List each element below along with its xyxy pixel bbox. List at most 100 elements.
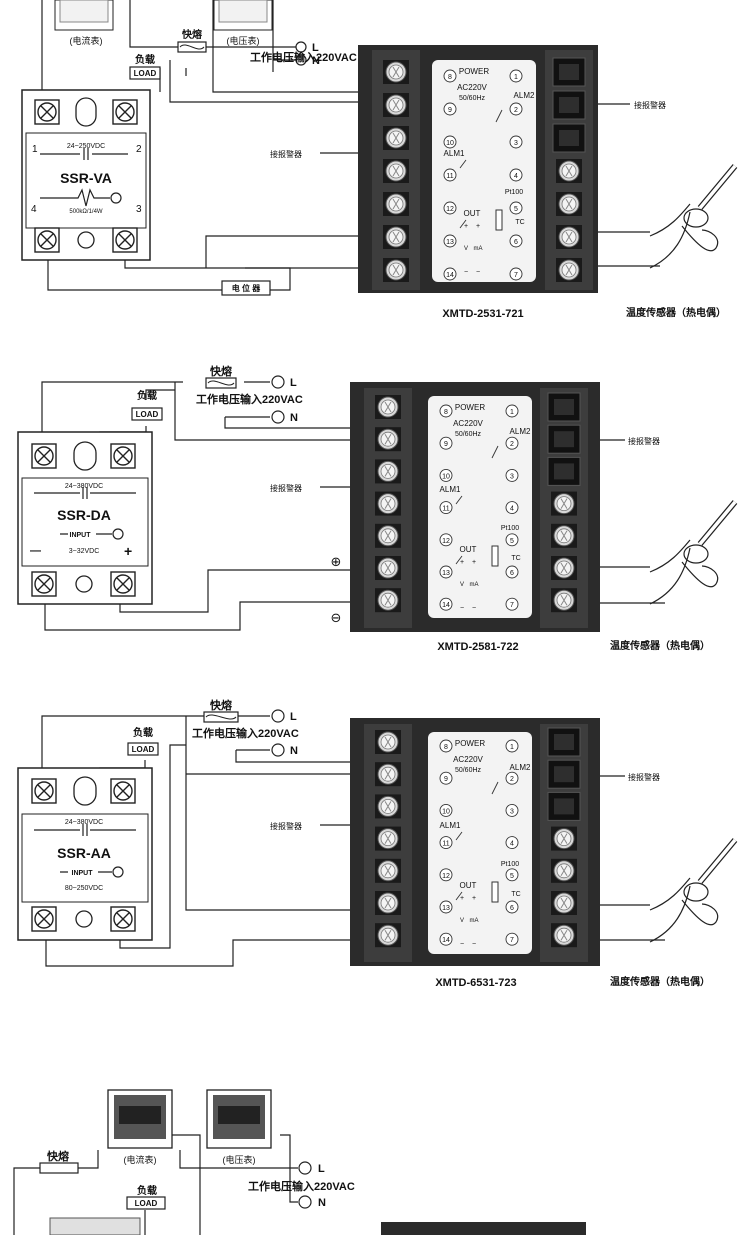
alarm1-label: ALM1 bbox=[444, 149, 465, 158]
terminal-number-label: 9 bbox=[444, 441, 448, 448]
left-terminal-screw bbox=[374, 761, 402, 787]
voltage-label: AC220V bbox=[453, 419, 483, 428]
terminal-number-4 bbox=[505, 836, 519, 850]
terminal-number-label: 1 bbox=[514, 74, 518, 81]
minus-label: − bbox=[472, 605, 476, 612]
left-terminal-screw bbox=[382, 191, 410, 217]
left-terminal-screw bbox=[374, 555, 402, 581]
terminal-number-label: 14 bbox=[442, 937, 450, 944]
right-terminal-screw bbox=[550, 555, 578, 581]
alarm-left-label: 接报警器 bbox=[270, 821, 302, 831]
controller-model: XMTD-6531-723 bbox=[435, 977, 516, 989]
left-terminal-screw bbox=[382, 158, 410, 184]
volt-label: V bbox=[464, 246, 468, 252]
section-1: (电流表) (电压表) 快熔 L N 工作电压输入220VAC 负载 LOAD bbox=[21, 0, 735, 320]
terminal-number-label: 4 bbox=[510, 841, 514, 848]
section-4: (电流表) (电压表) 快熔 L N 工作电压输入220VAC 负载 LOAD bbox=[13, 1089, 586, 1235]
minus-label: − bbox=[464, 269, 468, 276]
alarm-right-label: 接报警器 bbox=[628, 436, 660, 446]
load-title: 负载 bbox=[133, 726, 153, 739]
terminal-number-14 bbox=[439, 932, 453, 946]
plus-label: + bbox=[472, 559, 476, 566]
terminal-number-label: 9 bbox=[448, 107, 452, 114]
terminal-number-4 bbox=[509, 168, 523, 182]
ssr-va: 24~250VDC 1 2 SSR-VA 500kΩ/1/4W 4 3 bbox=[21, 89, 151, 261]
right-terminal-screw bbox=[550, 523, 578, 549]
minus-label: − bbox=[460, 941, 464, 948]
frequency-label: 50/60Hz bbox=[455, 431, 482, 438]
right-terminal-screw bbox=[550, 922, 578, 948]
load-label: LOAD bbox=[132, 745, 155, 754]
minus-label: − bbox=[472, 941, 476, 948]
neutral-terminal bbox=[295, 54, 307, 66]
terminal-number-2 bbox=[505, 771, 519, 785]
milliamp-label: mA bbox=[470, 582, 479, 588]
right-terminal-screw bbox=[550, 491, 578, 517]
ssr-range: 24~380VDC bbox=[65, 819, 103, 826]
terminal-number-label: 8 bbox=[444, 744, 448, 751]
load-title: 负载 bbox=[135, 53, 155, 66]
terminal-number-label: 12 bbox=[442, 873, 450, 880]
terminal-number-label: 7 bbox=[510, 602, 514, 609]
ssr-aa: 24~380VDC SSR-AA INPUT 80~250VDC bbox=[17, 767, 153, 941]
load-box bbox=[126, 1196, 166, 1210]
volt-label: V bbox=[460, 918, 464, 924]
neutral-label: N bbox=[290, 745, 298, 757]
terminal-number-label: 3 bbox=[514, 140, 518, 147]
neutral-terminal bbox=[298, 1195, 312, 1209]
pt100-label: Pt100 bbox=[501, 525, 519, 532]
plus-label: + bbox=[472, 895, 476, 902]
terminal-number-3 bbox=[505, 803, 519, 817]
pt100-label: Pt100 bbox=[505, 189, 523, 196]
ssr-input: INPUT bbox=[72, 870, 94, 877]
terminal-number-label: 14 bbox=[446, 272, 454, 279]
terminal-number-label: 7 bbox=[514, 272, 518, 279]
left-terminal-screw bbox=[382, 257, 410, 283]
ssr-range: 24~380VDC bbox=[65, 483, 103, 490]
fuse-label: 快熔 bbox=[209, 698, 233, 712]
power-label: POWER bbox=[455, 403, 485, 412]
terminal-number-7 bbox=[505, 597, 519, 611]
svg-text:4: 4 bbox=[31, 204, 37, 215]
terminal-number-13 bbox=[439, 900, 453, 914]
right-terminal-screw bbox=[550, 858, 578, 884]
terminal-number-10 bbox=[443, 135, 457, 149]
voltage-label: AC220V bbox=[457, 83, 487, 92]
terminal-number-9 bbox=[443, 102, 457, 116]
volt-label: V bbox=[460, 582, 464, 588]
right-terminal-screw bbox=[550, 890, 578, 916]
terminal-number-6 bbox=[505, 900, 519, 914]
voltmeter-label: (电压表) bbox=[227, 35, 260, 46]
right-terminal-screw bbox=[555, 191, 583, 217]
fuse-icon bbox=[39, 1162, 79, 1174]
milliamp-label: mA bbox=[470, 918, 479, 924]
left-terminal-screw bbox=[374, 729, 402, 755]
terminal-number-label: 12 bbox=[446, 206, 454, 213]
terminal-number-11 bbox=[439, 836, 453, 850]
right-terminal-screw bbox=[550, 587, 578, 613]
output-label: OUT bbox=[460, 545, 477, 554]
left-terminal-screw bbox=[374, 922, 402, 948]
rtd-resistor-icon bbox=[491, 881, 499, 903]
load-label: LOAD bbox=[136, 410, 159, 419]
left-terminal-screw bbox=[374, 826, 402, 852]
tc-label: TC bbox=[515, 219, 524, 226]
left-terminal-screw bbox=[374, 426, 402, 452]
terminal-number-label: 6 bbox=[510, 570, 514, 577]
terminal-number-label: 10 bbox=[442, 808, 450, 815]
controller-4 bbox=[381, 1222, 586, 1235]
terminal-number-label: 5 bbox=[510, 538, 514, 545]
alarm2-label: ALM2 bbox=[514, 91, 535, 100]
terminal-number-label: 11 bbox=[442, 506, 449, 513]
terminal-number-8 bbox=[439, 739, 453, 753]
terminal-number-label: 13 bbox=[442, 905, 450, 912]
terminal-number-label: 4 bbox=[514, 173, 518, 180]
terminal-number-label: 6 bbox=[514, 239, 518, 246]
terminal-number-5 bbox=[509, 201, 523, 215]
terminal-number-13 bbox=[443, 234, 457, 248]
alarm2-label: ALM2 bbox=[510, 427, 531, 436]
sensor-label: 温度传感器（热电偶） bbox=[610, 975, 710, 988]
neutral-label: N bbox=[318, 1197, 326, 1209]
ammeter-label: (电流表) bbox=[124, 1154, 157, 1165]
terminal-number-13 bbox=[439, 565, 453, 579]
